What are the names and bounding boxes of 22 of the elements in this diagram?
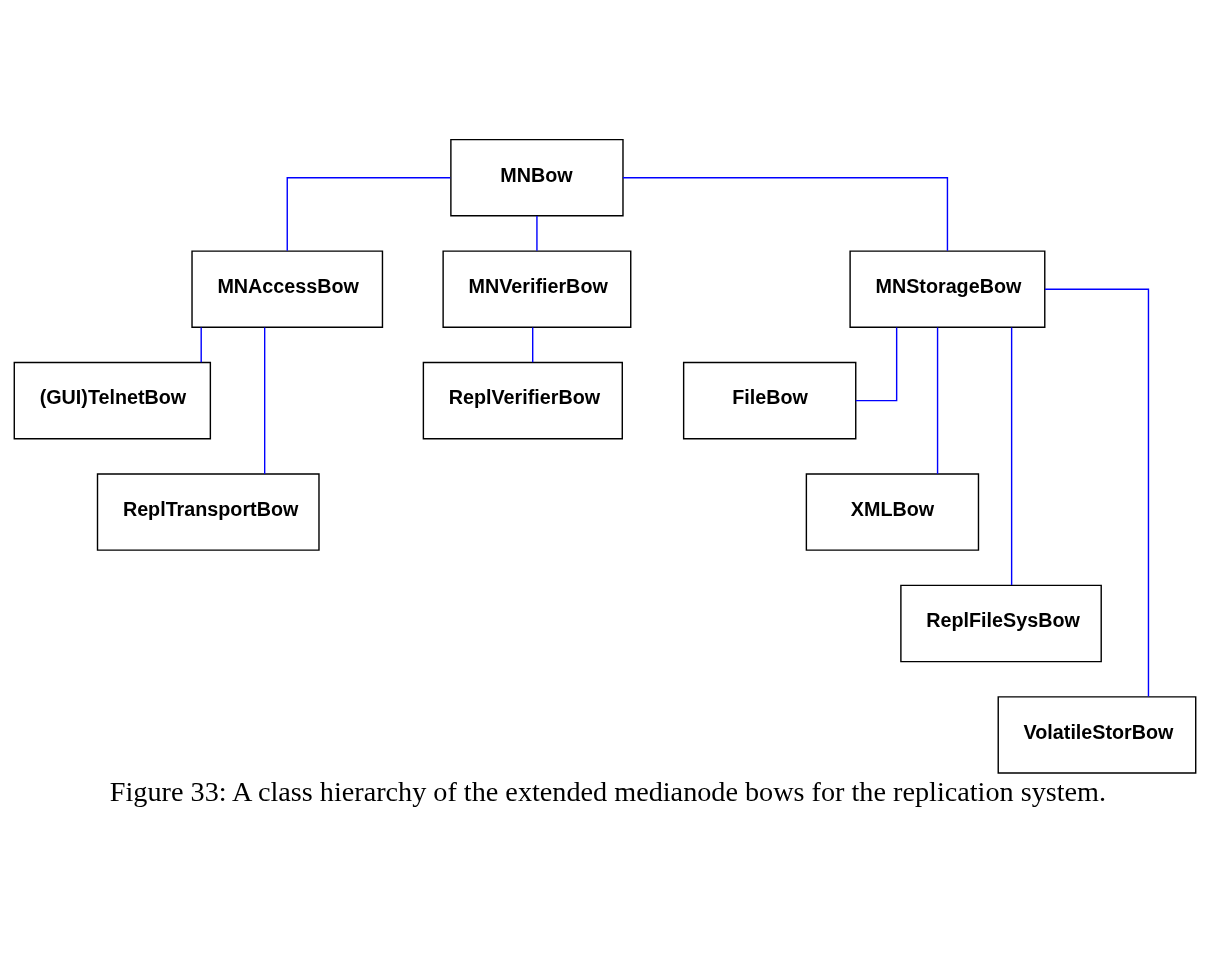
node-box: XMLBow bbox=[805, 472, 980, 551]
connector bbox=[286, 176, 451, 252]
node-box: MNBow bbox=[450, 138, 624, 217]
connector bbox=[1044, 287, 1150, 697]
connector bbox=[1010, 326, 1013, 586]
connector bbox=[936, 326, 939, 475]
node-box: ReplFileSysBow bbox=[900, 584, 1102, 662]
node-box: (GUI)TelnetBow bbox=[13, 361, 212, 439]
connector bbox=[200, 326, 202, 363]
node-box: MNAccessBow bbox=[191, 249, 384, 328]
node-box: ReplTransportBow bbox=[96, 472, 320, 551]
connector bbox=[536, 214, 538, 251]
connector bbox=[855, 326, 898, 401]
node-box: ReplVerifierBow bbox=[422, 361, 623, 439]
node-box: FileBow bbox=[682, 361, 857, 439]
connector bbox=[263, 326, 266, 475]
node-box: MNVerifierBow bbox=[442, 249, 632, 328]
caption: Figure 33: A class hierarchy of the extended medianode bows for the replication system. bbox=[109, 775, 1107, 807]
node-box: VolatileStorBow bbox=[997, 695, 1197, 774]
node-box: MNStorageBow bbox=[849, 249, 1046, 328]
connector bbox=[622, 176, 949, 252]
connector bbox=[532, 326, 534, 363]
